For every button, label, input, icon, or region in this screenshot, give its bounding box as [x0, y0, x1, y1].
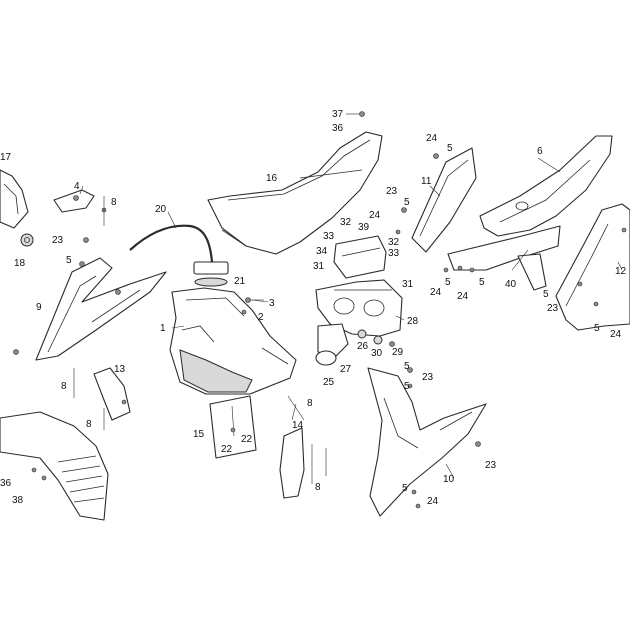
- callout: 24: [426, 133, 438, 144]
- part-15-plate: [209, 395, 257, 459]
- part-6-rear-fender: [479, 135, 613, 237]
- callout: 8: [315, 482, 321, 493]
- callout: 2: [258, 312, 264, 323]
- callout: 32: [340, 217, 352, 228]
- part-9-side-panel: [35, 257, 167, 361]
- callout: 5: [445, 277, 451, 288]
- callout: 27: [340, 364, 352, 375]
- part-14-bracket: [279, 403, 305, 499]
- callout: 24: [430, 287, 442, 298]
- part-11-side-cover: [411, 147, 477, 253]
- callout: 5: [404, 197, 410, 208]
- callout: 34: [316, 246, 328, 257]
- part-18-grommet: [20, 233, 34, 247]
- callout: 22: [221, 444, 233, 455]
- callout: 13: [114, 364, 126, 375]
- part-16-seat: [207, 131, 383, 255]
- callout: 1: [160, 323, 166, 334]
- callout: 25: [323, 377, 335, 388]
- part-17-side-fairing: [0, 169, 29, 229]
- callout: 3: [269, 298, 275, 309]
- callout: 26: [357, 341, 369, 352]
- callout: 22: [241, 434, 253, 445]
- callout: 21: [234, 276, 246, 287]
- callout: 28: [407, 316, 419, 327]
- part-12-side-plate: [555, 203, 630, 331]
- callout-labels: 17 4 8 18 23 5 9 20 16 37 36 24 5 6 11 2…: [0, 109, 627, 507]
- callout: 8: [307, 398, 313, 409]
- callout: 23: [422, 372, 434, 383]
- callout: 8: [111, 197, 117, 208]
- callout: 31: [313, 261, 325, 272]
- part-27-intake-boot: [315, 323, 349, 366]
- callout: 23: [386, 186, 398, 197]
- callout: 9: [36, 302, 42, 313]
- callout: 38: [12, 495, 24, 506]
- callout: 5: [402, 483, 408, 494]
- callout: 24: [369, 210, 381, 221]
- leader-lines: [79, 157, 623, 479]
- callout: 37: [332, 109, 344, 120]
- callout: 24: [457, 291, 469, 302]
- part-37-bolt: [346, 111, 365, 117]
- callout: 40: [505, 279, 517, 290]
- callout: 11: [421, 176, 432, 187]
- callout: 5: [447, 143, 453, 154]
- part-frame-bracket: [447, 225, 561, 291]
- callout: 23: [485, 460, 497, 471]
- callout: 15: [193, 429, 205, 440]
- callout: 31: [402, 279, 414, 290]
- callout: 24: [610, 329, 622, 340]
- callout: 24: [427, 496, 439, 507]
- callout: 10: [443, 474, 455, 485]
- part-10-side-panel: [367, 367, 487, 517]
- callout: 14: [292, 420, 304, 431]
- part-1-fuel-tank: [169, 287, 297, 395]
- callout: 5: [404, 381, 410, 392]
- callout: 23: [547, 303, 559, 314]
- callout: 5: [594, 323, 600, 334]
- part-13-bracket: [93, 367, 131, 421]
- part-29-washer: [389, 341, 395, 347]
- callout: 18: [14, 258, 26, 269]
- part-39-airbox-lid: [333, 235, 387, 279]
- callout: 8: [61, 381, 67, 392]
- callout: 32: [388, 237, 400, 248]
- callout: 36: [332, 123, 344, 134]
- callout: 33: [388, 248, 400, 259]
- callout: 12: [615, 266, 627, 277]
- callout: 36: [0, 478, 12, 489]
- callout: 5: [479, 277, 485, 288]
- part-30-nut: [373, 335, 383, 345]
- callout: 23: [52, 235, 64, 246]
- callout: 20: [155, 204, 167, 215]
- callout: 8: [86, 419, 92, 430]
- part-21-fuel-cap: [193, 261, 229, 287]
- part-28-airbox: [315, 279, 403, 337]
- callout: 6: [537, 146, 543, 157]
- callout: 39: [358, 222, 370, 233]
- part-20-hose: [129, 224, 214, 263]
- long-screws-8: [73, 196, 327, 484]
- part-4-bracket: [53, 189, 95, 213]
- part-40-bracket: [511, 249, 529, 271]
- part-3-screw: [245, 297, 264, 303]
- callout: 30: [371, 348, 383, 359]
- callout: 5: [543, 289, 549, 300]
- callout: 29: [392, 347, 404, 358]
- callout: 5: [66, 255, 72, 266]
- part-26-clamp: [357, 329, 367, 339]
- part-lower-fender: [0, 411, 109, 521]
- callout: 5: [404, 361, 410, 372]
- callout: 4: [74, 181, 80, 192]
- part-2-washer: [241, 309, 247, 315]
- callout: 33: [323, 231, 335, 242]
- callout: 17: [0, 152, 12, 163]
- callout: 16: [266, 173, 278, 184]
